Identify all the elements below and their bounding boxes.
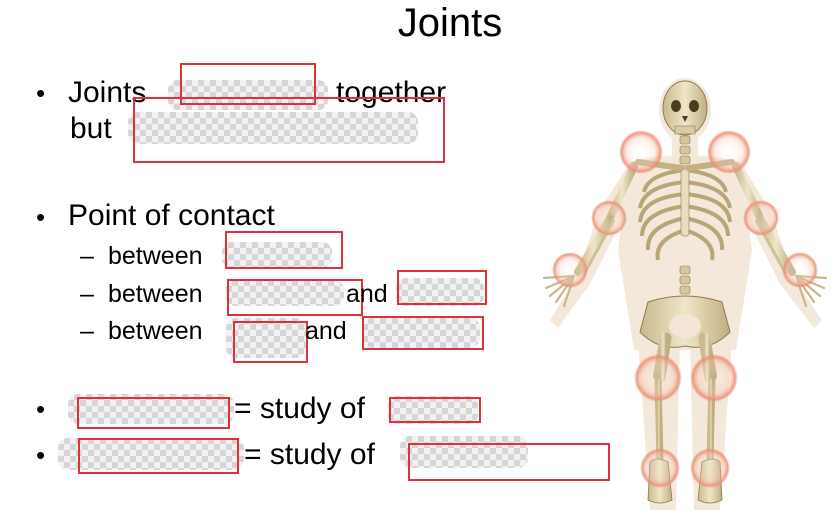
dash: – xyxy=(80,280,94,308)
between-3: between xyxy=(108,317,203,345)
bullet-dot: • xyxy=(36,202,46,232)
redacted-area xyxy=(396,278,484,306)
answer-box xyxy=(389,397,481,423)
redacted-area xyxy=(168,80,328,110)
sternum xyxy=(680,165,690,237)
joint-highlights xyxy=(552,130,818,488)
joints-line2-start: but xyxy=(70,112,112,145)
and-3: and xyxy=(305,317,347,345)
answer-box xyxy=(133,97,445,163)
study-of-1: = study of xyxy=(234,392,365,425)
answer-box xyxy=(77,397,230,429)
and-2: and xyxy=(346,280,388,308)
answer-box xyxy=(408,443,610,481)
answer-box xyxy=(78,438,239,474)
answer-box xyxy=(362,316,484,350)
skeleton-figure xyxy=(542,78,828,510)
dash: – xyxy=(80,242,94,270)
redacted-area xyxy=(68,394,234,424)
answer-box xyxy=(225,231,343,269)
pelvis xyxy=(639,295,731,348)
redacted-area xyxy=(226,280,344,306)
answer-box xyxy=(227,279,363,316)
redacted-area xyxy=(58,438,244,470)
study-of-2: = study of xyxy=(244,438,375,471)
bullet-dot: • xyxy=(36,440,46,470)
point-of-contact: Point of contact xyxy=(68,199,275,232)
redacted-area xyxy=(128,112,418,144)
skull xyxy=(662,80,708,136)
redacted-area xyxy=(226,318,306,358)
redacted-area xyxy=(222,242,332,268)
redacted-area xyxy=(388,396,478,424)
spine xyxy=(679,135,691,305)
slide-title: Joints xyxy=(397,1,503,45)
between-1: between xyxy=(108,242,203,270)
bullet-dot: • xyxy=(36,78,46,108)
joints-line1-end: together xyxy=(336,76,447,109)
redacted-area xyxy=(362,318,480,348)
answer-box xyxy=(180,63,316,105)
answer-box xyxy=(397,270,487,305)
bullet-dot: • xyxy=(36,394,46,424)
ribcage xyxy=(638,168,732,261)
answer-box xyxy=(233,321,308,363)
redacted-area xyxy=(400,436,528,468)
dash: – xyxy=(80,317,94,345)
between-2: between xyxy=(108,280,203,308)
